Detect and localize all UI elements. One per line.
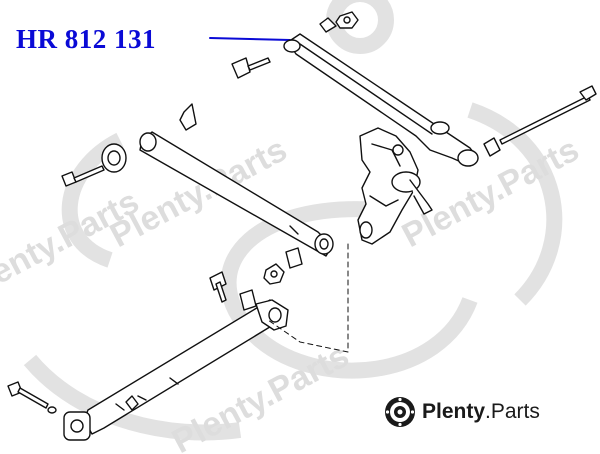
brand-logo-text: Plenty.Parts xyxy=(422,400,540,424)
leader-line xyxy=(209,37,291,41)
watermark-arc xyxy=(467,102,563,306)
lower-clip xyxy=(125,395,139,411)
top-nut xyxy=(319,11,359,33)
part-number-label: HR 812 131 xyxy=(16,24,156,54)
washer-right xyxy=(483,137,501,157)
mid-washer xyxy=(285,247,303,269)
assembly-dashed-line xyxy=(267,243,349,353)
brand-logo[interactable]: Plenty.Parts xyxy=(384,396,540,428)
watermark-swirl-small xyxy=(61,132,124,268)
long-bolt-right xyxy=(499,85,597,145)
brand-name: Plenty xyxy=(422,400,486,423)
left-bushing xyxy=(101,143,127,173)
mid-bolt xyxy=(209,271,227,303)
mid-nut xyxy=(263,263,285,285)
left-bolt xyxy=(61,165,105,187)
clip-upper xyxy=(179,103,197,131)
upper-trailing-arm xyxy=(283,33,479,167)
knuckle xyxy=(357,127,433,245)
watermark-ring xyxy=(326,0,394,54)
line-art xyxy=(7,11,597,441)
brand-suffix: .Parts xyxy=(485,400,540,423)
lower-left-bolt xyxy=(7,381,57,414)
plenty-parts-logo-icon xyxy=(385,397,415,427)
upper-bolt xyxy=(231,57,271,79)
upper-lateral-link xyxy=(139,131,334,257)
watermark-arc-2 xyxy=(23,354,242,441)
mid-washer-2 xyxy=(239,289,257,311)
